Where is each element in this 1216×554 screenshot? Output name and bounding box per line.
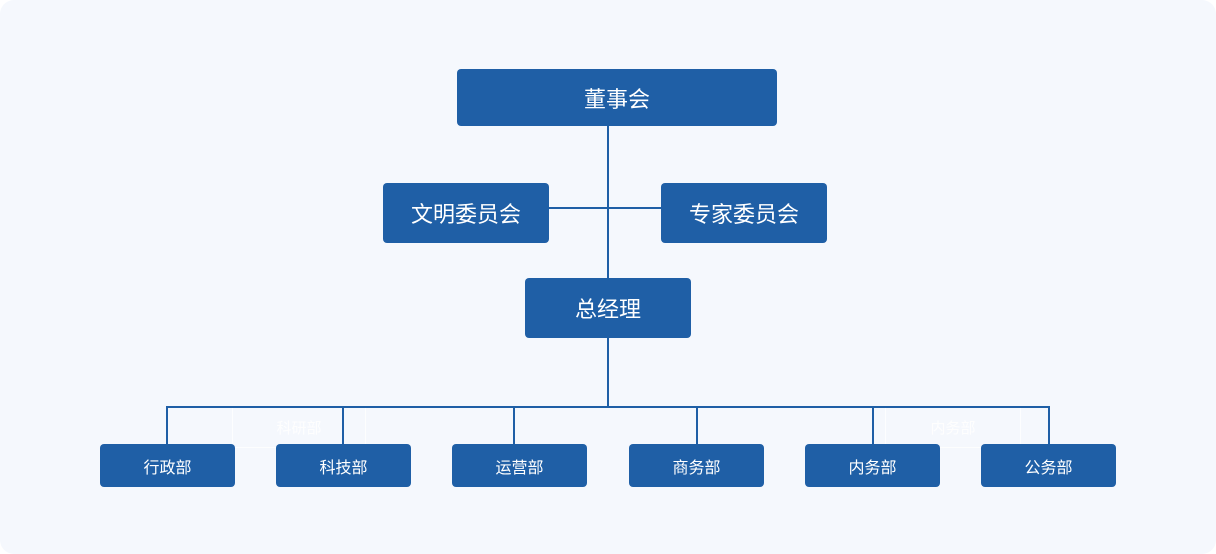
committee-node: 专家委员会 bbox=[661, 183, 827, 243]
department-node: 商务部 bbox=[629, 444, 764, 487]
department-node: 科技部 bbox=[276, 444, 411, 487]
department-node: 内务部 bbox=[805, 444, 940, 487]
department-node: 运营部 bbox=[452, 444, 587, 487]
general-manager-node: 总经理 bbox=[525, 278, 691, 338]
department-node: 行政部 bbox=[100, 444, 235, 487]
board-node: 董事会 bbox=[457, 69, 777, 126]
faint-label: 科研部 bbox=[232, 408, 366, 448]
department-node: 公务部 bbox=[981, 444, 1116, 487]
committee-node: 文明委员会 bbox=[383, 183, 549, 243]
faint-label: 内务部 bbox=[885, 408, 1021, 448]
